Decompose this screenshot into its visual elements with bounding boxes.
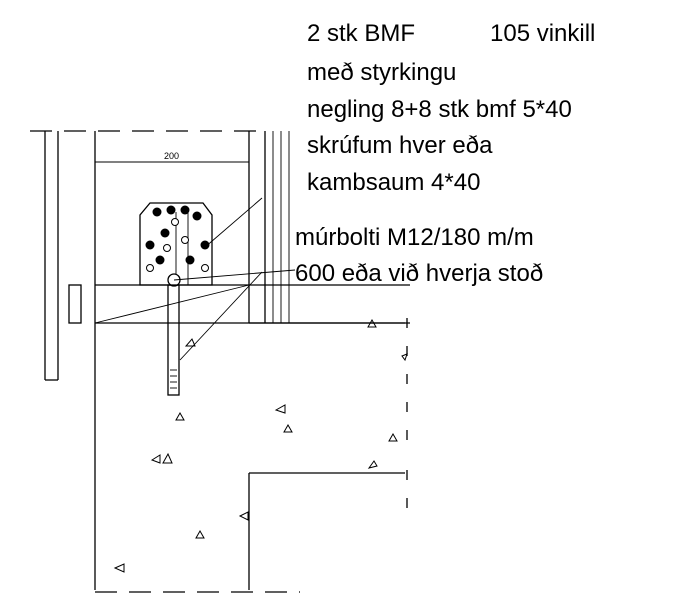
connector-label-line4: skrúfum hver eða [307,132,493,159]
left-post [44,131,82,381]
connector-label-line1b: 105 vinkill [490,20,596,47]
connector-label-line2: með styrkingu [307,59,457,86]
leader-bolt-1 [173,269,296,281]
sill-plate [94,284,410,324]
bolt-label-line2: 600 eða við hverja stoð [295,260,544,287]
anchor-bolt [167,273,181,396]
leader-connector [203,197,263,249]
connector-label-line3: negling 8+8 stk bmf 5*40 [307,96,572,123]
leader-bolt-2 [179,271,263,361]
dimension-label: 200 [164,151,179,161]
connector-label-line1a: 2 stk BMF [307,20,416,47]
concrete-foundation [95,318,408,593]
connector-label-line5: kambsaum 4*40 [307,169,481,196]
dimension-200: 200 [94,151,250,168]
angle-bracket [139,202,213,286]
bolt-label-line1: múrbolti M12/180 m/m [295,224,534,251]
aggregate-symbols [113,318,408,573]
